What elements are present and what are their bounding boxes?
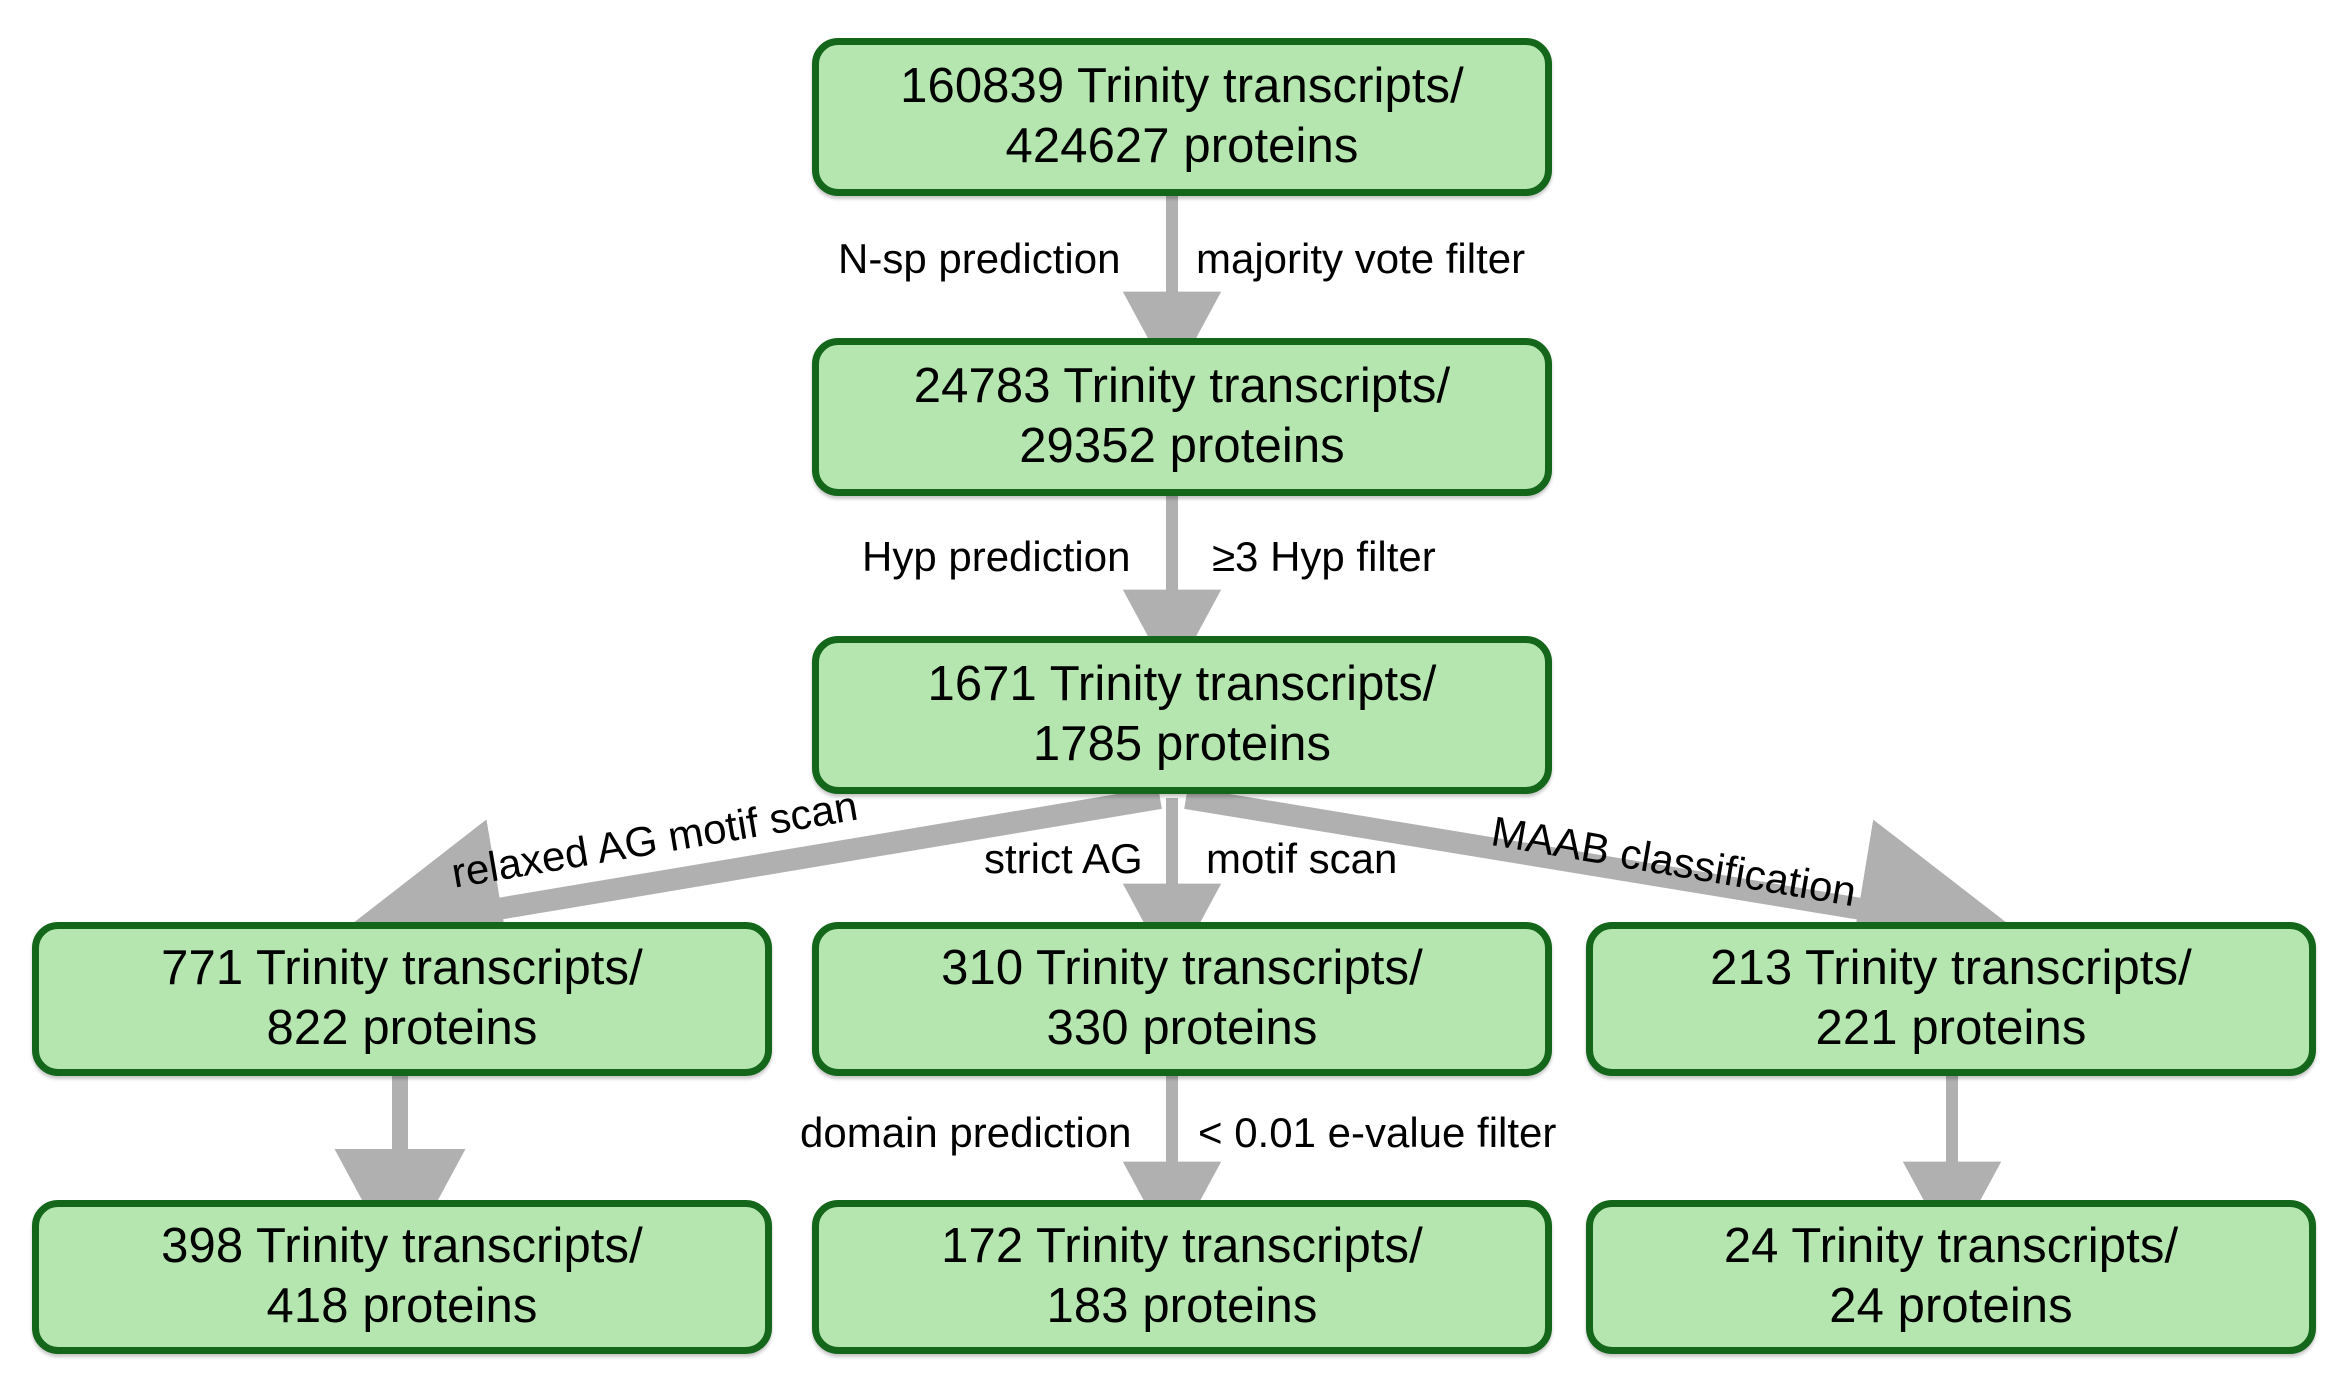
node-line-2: 418 proteins — [266, 1279, 538, 1333]
edge-label-maab-classification: MAAB classification — [1488, 807, 1860, 916]
node-line-1: 771 Trinity transcripts/ — [161, 941, 643, 996]
edge-label-hyp-prediction: Hyp prediction — [862, 533, 1131, 580]
node-line-1: 24783 Trinity transcripts/ — [913, 359, 1451, 414]
node-maab-domain-filtered[interactable]: 24 Trinity transcripts/ 24 proteins — [1586, 1200, 2316, 1354]
node-strict-ag-hits[interactable]: 310 Trinity transcripts/ 330 proteins — [812, 922, 1552, 1076]
node-line-1: 172 Trinity transcripts/ — [941, 1219, 1423, 1274]
node-line-2: 822 proteins — [266, 1001, 538, 1055]
edge-label-majority-vote-filter: majority vote filter — [1196, 235, 1526, 282]
edge-label-motif-scan: motif scan — [1206, 835, 1398, 882]
node-line-1: 310 Trinity transcripts/ — [941, 941, 1423, 996]
node-line-1: 213 Trinity transcripts/ — [1710, 941, 2192, 996]
edge-label-evalue-filter: < 0.01 e-value filter — [1198, 1109, 1557, 1156]
node-line-1: 24 Trinity transcripts/ — [1723, 1219, 2179, 1274]
node-maab-hits[interactable]: 213 Trinity transcripts/ 221 proteins — [1586, 922, 2316, 1076]
node-line-2: 330 proteins — [1046, 1001, 1318, 1055]
node-line-1: 398 Trinity transcripts/ — [161, 1219, 643, 1274]
edge-label-strict-ag: strict AG — [984, 835, 1143, 882]
edge-label-domain-prediction: domain prediction — [800, 1109, 1132, 1156]
node-line-2: 221 proteins — [1815, 1001, 2087, 1055]
node-relaxed-ag-hits[interactable]: 771 Trinity transcripts/ 822 proteins — [32, 922, 772, 1076]
node-relaxed-ag-domain-filtered[interactable]: 398 Trinity transcripts/ 418 proteins — [32, 1200, 772, 1354]
edge-label-hyp-filter: ≥3 Hyp filter — [1212, 533, 1436, 580]
node-line-2: 1785 proteins — [1032, 717, 1332, 771]
node-total-transcripts[interactable]: 160839 Trinity transcripts/ 424627 prote… — [812, 38, 1552, 196]
node-line-1: 1671 Trinity transcripts/ — [927, 657, 1437, 712]
node-line-2: 424627 proteins — [1005, 119, 1359, 173]
edge-label-relaxed-ag-motif-scan: relaxed AG motif scan — [447, 781, 861, 897]
node-line-2: 183 proteins — [1046, 1279, 1318, 1333]
node-line-1: 160839 Trinity transcripts/ — [900, 59, 1464, 114]
node-line-2: 29352 proteins — [1019, 419, 1345, 473]
edge-label-n-sp-prediction: N-sp prediction — [838, 235, 1121, 282]
node-nsp-filtered[interactable]: 24783 Trinity transcripts/ 29352 protein… — [812, 338, 1552, 496]
node-strict-ag-domain-filtered[interactable]: 172 Trinity transcripts/ 183 proteins — [812, 1200, 1552, 1354]
node-hyp-filtered[interactable]: 1671 Trinity transcripts/ 1785 proteins — [812, 636, 1552, 794]
node-line-2: 24 proteins — [1829, 1279, 2073, 1333]
